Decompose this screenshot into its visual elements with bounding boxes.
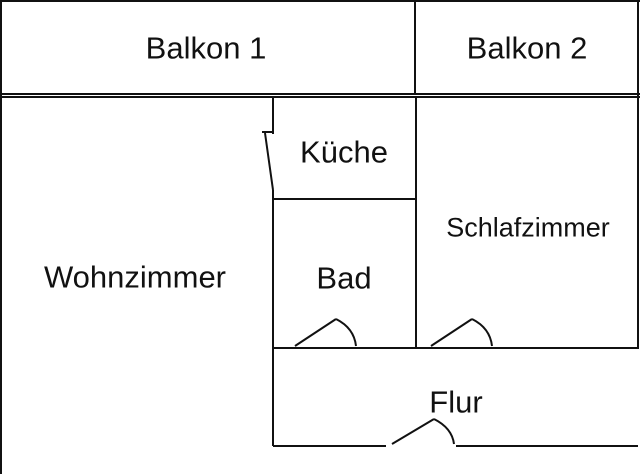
- bath-door: [294, 318, 357, 347]
- room-label-balkon-1: Balkon 1: [145, 30, 267, 66]
- room-label-kueche: Küche: [300, 134, 388, 170]
- hall-door: [391, 418, 455, 445]
- room-label-balkon-2: Balkon 2: [466, 30, 588, 66]
- room-label-wohnzimmer: Wohnzimmer: [43, 259, 227, 295]
- room-label-schlafzimmer: Schlafzimmer: [446, 212, 610, 243]
- room-label-bad: Bad: [316, 260, 372, 296]
- room-label-flur: Flur: [429, 384, 483, 420]
- living-room-door: [262, 131, 274, 191]
- schlafzimmer-door: [430, 318, 493, 347]
